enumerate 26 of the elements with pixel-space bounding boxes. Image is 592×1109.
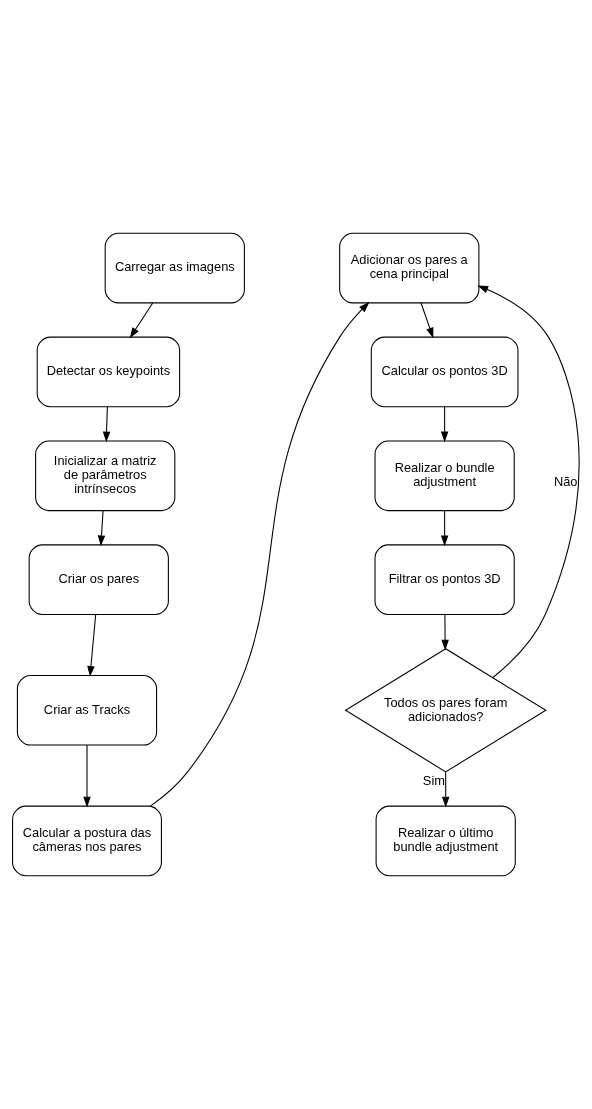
node-box: Carregar as imagens	[104, 232, 245, 304]
node-box: Realizar o bundle adjustment	[374, 440, 515, 512]
arrow	[440, 406, 449, 443]
arrow	[150, 301, 370, 807]
arrow	[477, 285, 580, 679]
arrow	[87, 613, 97, 677]
arrow	[83, 744, 91, 808]
arrow	[441, 771, 450, 808]
arrow	[129, 302, 154, 339]
node-box: Calcular os pontos 3D	[370, 336, 519, 408]
edge-label: Sim	[422, 773, 445, 789]
node-diamond: Todos os pares foram adicionados?	[344, 648, 547, 773]
node-box: Detectar os keypoints	[36, 336, 181, 408]
arrow	[97, 510, 106, 547]
node-box: Calcular a postura das câmeras nos pares	[12, 805, 162, 877]
arrow	[440, 510, 449, 547]
node-box: Inicializar a matriz de parâmetros intrínsecos	[35, 440, 176, 512]
node-box: Adicionar os pares a cena principal	[339, 232, 480, 304]
arrow	[420, 302, 434, 339]
node-box: Realizar o último bundle adjustment	[375, 805, 516, 877]
node-box: Criar as Tracks	[16, 674, 158, 746]
arrow	[102, 406, 111, 443]
node-box: Criar os pares	[28, 544, 169, 615]
arrow	[441, 613, 449, 651]
edge-label: Não	[553, 473, 578, 489]
node-box: Filtrar os pontos 3D	[374, 544, 515, 615]
